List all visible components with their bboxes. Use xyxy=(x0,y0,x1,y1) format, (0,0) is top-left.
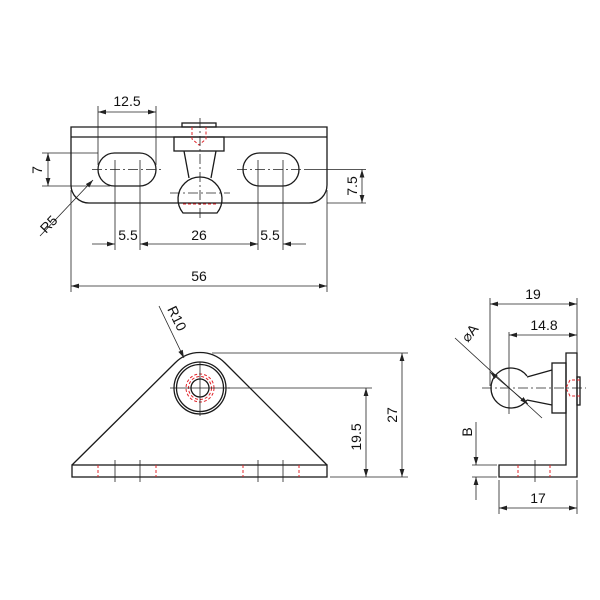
dim-radius-corner: R5 xyxy=(37,212,61,236)
dim-thickness: B xyxy=(459,427,475,436)
leader-line xyxy=(39,179,94,237)
angle-profile xyxy=(498,352,578,478)
stud-head xyxy=(181,122,217,128)
ball-neck xyxy=(183,150,217,179)
extension-lines xyxy=(42,152,110,187)
dim-slot-length: 12.5 xyxy=(113,93,140,109)
dim-total-height: 27 xyxy=(384,407,400,423)
dim-total-depth: 19 xyxy=(525,286,541,302)
leader-line xyxy=(158,305,185,359)
bracket-outline xyxy=(71,351,328,466)
front-view: R10 19.5 27 xyxy=(71,303,408,482)
dim-total-length: 56 xyxy=(191,268,207,284)
hex-block xyxy=(173,136,225,152)
dim-left-gap: 5.5 xyxy=(118,227,138,243)
slot-marks xyxy=(114,460,284,482)
side-view: 19 14.8 ⌀A B 17 xyxy=(454,286,586,514)
hidden-slot-edges xyxy=(97,465,300,477)
ball-neck xyxy=(526,369,553,406)
dim-center-gap: 26 xyxy=(191,227,207,243)
dim-slot-offset: 7.5 xyxy=(344,176,360,196)
top-view: 12.5 7 7.5 R5 5.5 26 5.5 56 xyxy=(29,93,366,292)
dim-right-gap: 5.5 xyxy=(260,227,280,243)
extension-lines xyxy=(472,464,497,478)
base-plate xyxy=(71,464,328,478)
extension-lines xyxy=(212,352,408,478)
hidden-thread xyxy=(191,127,207,146)
dim-radius-top: R10 xyxy=(164,303,190,333)
plate-outline xyxy=(70,126,328,204)
extension-lines xyxy=(114,160,284,250)
hidden-thread xyxy=(565,379,580,397)
dim-ball-diameter: ⌀A xyxy=(458,320,482,344)
hidden-slot-edges xyxy=(517,465,551,477)
extension-lines xyxy=(70,190,328,292)
extension-lines xyxy=(305,169,366,204)
dim-slot-width: 7 xyxy=(29,166,45,174)
stud-head xyxy=(576,376,581,406)
dim-base-depth: 17 xyxy=(530,490,546,506)
extension-lines xyxy=(489,298,578,386)
leader-line xyxy=(454,337,543,419)
ball-stud xyxy=(177,176,223,214)
dim-hole-height: 19.5 xyxy=(348,423,364,450)
dim-ball-offset: 14.8 xyxy=(530,317,557,333)
hex-block xyxy=(551,362,567,414)
extension-lines xyxy=(97,106,157,165)
